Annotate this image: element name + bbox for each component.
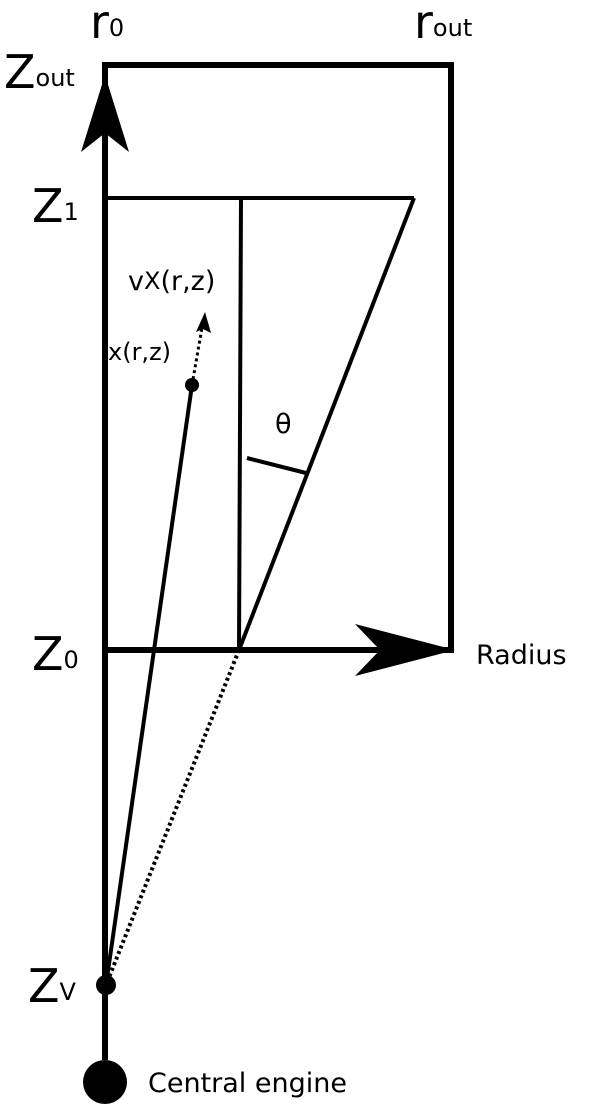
zout-label: Zout: [4, 45, 75, 99]
slanted-streamline: [237, 197, 416, 651]
zv-point: [96, 975, 116, 995]
velocity-label: vX(r,z): [128, 266, 215, 297]
inner-vertical-line: [237, 197, 243, 651]
position-point: [185, 378, 199, 392]
central-engine-label: Central engine: [148, 1068, 347, 1099]
rout-label: rout: [414, 0, 472, 49]
dotted-extension-line: [104, 649, 241, 986]
central-engine-dot: [83, 1060, 127, 1104]
theta-arc: [246, 456, 307, 475]
vertical-axis-arrowhead: [81, 75, 129, 152]
zv-label: ZV: [28, 959, 77, 1013]
position-label: x(r,z): [108, 338, 171, 366]
radius-axis-label: Radius: [476, 640, 567, 671]
streamline-to-point: [104, 384, 194, 986]
velocity-arrow-line: [190, 321, 205, 386]
velocity-arrowhead: [196, 312, 211, 333]
z0-label: Z0: [32, 627, 79, 681]
theta-label: θ: [275, 409, 292, 440]
r0-label: r0: [90, 0, 124, 49]
z1-label: Z1: [32, 179, 79, 233]
